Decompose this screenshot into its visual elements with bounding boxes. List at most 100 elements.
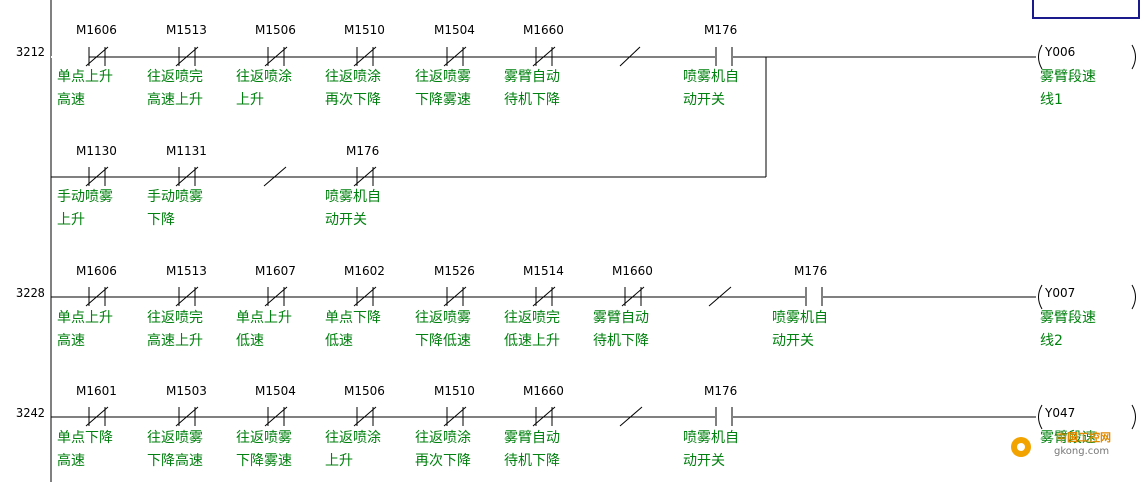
- contact-comment: 下降雾速: [236, 453, 292, 469]
- contact-comment: 高速: [57, 332, 85, 349]
- contact-comment: 低速上升: [504, 333, 560, 349]
- line-break-marker: [619, 46, 641, 67]
- contact-comment: 往返喷完: [147, 69, 203, 85]
- contact-no[interactable]: M176 喷雾机自 动开关: [683, 23, 739, 108]
- output-coil[interactable]: Y006 雾臂段速 线1: [1038, 44, 1136, 108]
- contact-device: M1513: [166, 264, 207, 278]
- contact-nc[interactable]: M1510 往返喷涂 再次下降: [325, 23, 385, 108]
- contact-device: M176: [704, 23, 737, 37]
- contact-device: M1660: [612, 264, 653, 278]
- contact-comment: 往返喷涂: [325, 69, 381, 85]
- line-break-marker: [619, 406, 643, 427]
- contact-nc[interactable]: M1513 往返喷完 高速上升: [147, 264, 207, 349]
- output-coil[interactable]: Y047 雾臂段速: [1038, 404, 1136, 446]
- rung[interactable]: 3212 M1606 单点上升 高速 M1513 往返喷完 高速上升 M1506…: [16, 23, 1136, 228]
- contact-nc[interactable]: M1506 往返喷涂 上升: [325, 384, 385, 469]
- contact-nc[interactable]: M1503 往返喷雾 下降高速: [147, 384, 207, 469]
- contact-comment: 雾臂自动: [593, 310, 649, 326]
- contact-device: M1606: [76, 264, 117, 278]
- contact-comment: 雾臂自动: [504, 69, 560, 85]
- contact-device: M1503: [166, 384, 207, 398]
- contact-nc[interactable]: M1606 单点上升 高速: [57, 264, 117, 349]
- line-break-marker: [708, 286, 732, 307]
- contact-device: M1504: [434, 23, 475, 37]
- contact-comment: 喷雾机自: [683, 69, 739, 85]
- contact-comment: 往返喷涂: [236, 69, 292, 85]
- contact-comment: 往返喷完: [504, 310, 560, 326]
- contact-device: M1510: [434, 384, 475, 398]
- contact-device: M1504: [255, 384, 296, 398]
- cell-cursor[interactable]: [1032, 0, 1140, 19]
- contact-comment: 待机下降: [593, 333, 649, 349]
- contact-comment: 上升: [325, 453, 353, 469]
- contact-nc[interactable]: M1660 雾臂自动 待机下降: [504, 23, 564, 108]
- contact-nc[interactable]: M1504 往返喷雾 下降雾速: [236, 384, 296, 469]
- contact-comment: 雾臂自动: [504, 430, 560, 446]
- coil-comment: 雾臂段速: [1040, 69, 1096, 85]
- contact-nc[interactable]: M1526 往返喷雾 下降低速: [415, 264, 475, 349]
- contact-device: M1606: [76, 23, 117, 37]
- contact-nc[interactable]: M176 喷雾机自 动开关: [325, 144, 381, 228]
- contact-comment: 下降: [147, 212, 175, 228]
- watermark-logo: 中国工控网 gkong.com: [1011, 430, 1111, 457]
- rung[interactable]: 3242 M1601 单点下降 高速 M1503 往返喷雾 下降高速 M1504…: [16, 384, 1136, 469]
- contact-comment: 下降雾速: [415, 92, 471, 108]
- contact-comment: 再次下降: [415, 453, 471, 469]
- contact-nc[interactable]: M1607 单点上升 低速: [236, 264, 296, 349]
- step-address: 3228: [16, 286, 45, 300]
- contact-device: M1601: [76, 384, 117, 398]
- contact-device: M1510: [344, 23, 385, 37]
- rung[interactable]: 3228 M1606 单点上升 高速 M1513 往返喷完 高速上升 M1607…: [16, 264, 1136, 349]
- contact-comment: 往返喷雾: [415, 69, 471, 85]
- contact-nc[interactable]: M1131 手动喷雾 下降: [147, 144, 207, 228]
- contact-comment: 单点上升: [57, 69, 113, 85]
- contact-device: M1514: [523, 264, 564, 278]
- contact-comment: 手动喷雾: [147, 189, 203, 205]
- coil-comment: 线1: [1040, 92, 1063, 108]
- contact-comment: 下降低速: [415, 333, 471, 349]
- step-address: 3242: [16, 406, 45, 420]
- contact-nc[interactable]: M1130 手动喷雾 上升: [57, 144, 117, 228]
- contact-comment: 往返喷雾: [147, 430, 203, 446]
- contact-nc[interactable]: M1514 往返喷完 低速上升: [504, 264, 564, 349]
- coil-comment: 雾臂段速: [1040, 310, 1096, 326]
- contact-comment: 喷雾机自: [325, 189, 381, 205]
- contact-comment: 往返喷完: [147, 310, 203, 326]
- contact-device: M1602: [344, 264, 385, 278]
- coil-device: Y006: [1044, 45, 1075, 59]
- contact-comment: 往返喷涂: [415, 430, 471, 446]
- contact-nc[interactable]: M1660 雾臂自动 待机下降: [593, 264, 653, 349]
- contact-device: M1660: [523, 384, 564, 398]
- contact-nc[interactable]: M1506 往返喷涂 上升: [236, 23, 296, 108]
- step-address: 3212: [16, 45, 45, 59]
- contact-nc[interactable]: M1601 单点下降 高速: [57, 384, 117, 469]
- contact-device: M176: [704, 384, 737, 398]
- contact-nc[interactable]: M1606 单点上升 高速: [51, 23, 117, 108]
- contact-comment: 高速上升: [147, 332, 203, 349]
- contact-nc[interactable]: M1602 单点下降 低速: [325, 264, 385, 349]
- contact-device: M1660: [523, 23, 564, 37]
- contact-comment: 高速上升: [147, 91, 203, 108]
- watermark-url: gkong.com: [1054, 446, 1109, 457]
- contact-comment: 高速: [57, 91, 85, 108]
- contact-comment: 待机下降: [504, 92, 560, 108]
- output-coil[interactable]: Y007 雾臂段速 线2: [1038, 284, 1136, 349]
- contact-comment: 喷雾机自: [683, 430, 739, 446]
- contact-device: M1506: [344, 384, 385, 398]
- contact-nc[interactable]: M1513 往返喷完 高速上升: [147, 23, 207, 108]
- contact-no[interactable]: M176 喷雾机自 动开关: [683, 384, 739, 469]
- watermark-text: 中国工控网: [1056, 430, 1111, 444]
- line-break-marker: [263, 166, 287, 187]
- contact-comment: 动开关: [683, 453, 725, 469]
- contact-no[interactable]: M176 喷雾机自 动开关: [772, 264, 828, 349]
- contact-comment: 单点下降: [57, 430, 113, 446]
- contact-nc[interactable]: M1660 雾臂自动 待机下降: [504, 384, 564, 469]
- contact-comment: 往返喷涂: [325, 430, 381, 446]
- contact-device: M1131: [166, 144, 207, 158]
- contact-comment: 动开关: [772, 333, 814, 349]
- contact-nc[interactable]: M1510 往返喷涂 再次下降: [415, 384, 475, 469]
- contact-comment: 单点上升: [57, 310, 113, 326]
- contact-device: M176: [794, 264, 827, 278]
- contact-nc[interactable]: M1504 往返喷雾 下降雾速: [415, 23, 475, 108]
- contact-device: M176: [346, 144, 379, 158]
